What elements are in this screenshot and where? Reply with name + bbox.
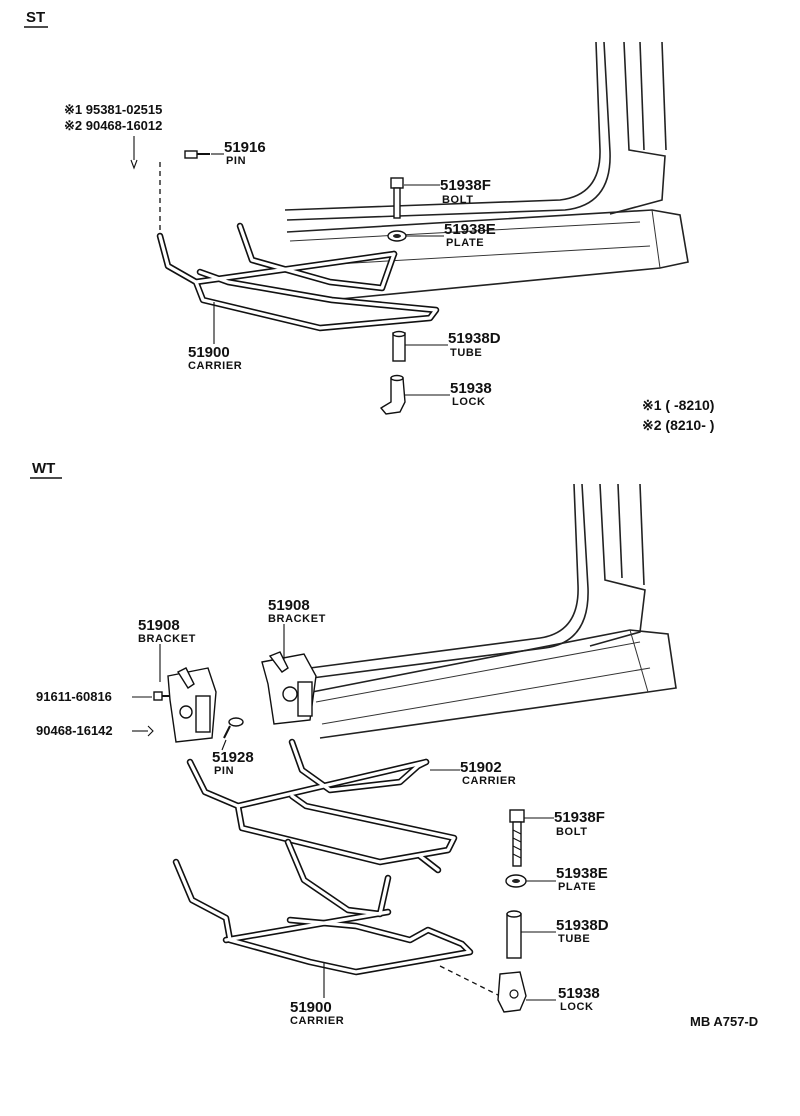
part-number-tube: 51938D	[448, 330, 501, 347]
part-number-bracket-right: 51908	[268, 597, 310, 614]
lock-icon	[379, 374, 406, 415]
part-number-plate: 51938E	[444, 221, 496, 238]
part-name-carrier-upper: CARRIER	[462, 775, 516, 787]
part-number-carrier-lower: 51900	[290, 999, 332, 1016]
legend-item-2: ※2 (8210- )	[642, 417, 714, 433]
part-name-carrier: CARRIER	[188, 360, 242, 372]
part-name-tube-wt: TUBE	[558, 933, 590, 945]
part-name-pin: PIN	[226, 155, 246, 167]
carrier-wire-st	[156, 222, 440, 332]
note-1: ※1 95381-02515	[64, 102, 162, 117]
part-name-pin-wt: PIN	[214, 765, 234, 777]
footer-code: MB A757-D	[690, 1014, 758, 1029]
part-number-carrier: 51900	[188, 344, 230, 361]
pin-wt-icon	[223, 717, 244, 739]
bolt-wt-icon	[509, 809, 525, 867]
part-name-lock: LOCK	[452, 396, 486, 408]
part-name-plate-wt: PLATE	[558, 881, 596, 893]
vehicle-body-st	[284, 41, 689, 301]
part-number-bracket-left: 51908	[138, 617, 180, 634]
legend-item-1: ※1 ( -8210)	[642, 397, 714, 413]
part-name-bracket-left: BRACKET	[138, 633, 196, 645]
section-label-wt: WT	[32, 460, 55, 477]
vehicle-body-wt	[309, 483, 677, 739]
part-number-bolt-wt: 51938F	[554, 809, 605, 826]
part-name-bracket-right: BRACKET	[268, 613, 326, 625]
assembly-guide-line-wt	[439, 965, 501, 997]
part-name-bolt: BOLT	[442, 194, 474, 206]
part-number-lock: 51938	[450, 380, 492, 397]
part-number-pin-small: 90468-16142	[36, 723, 113, 738]
pin-wt-leader	[221, 739, 227, 751]
part-number-pin-wt: 51928	[212, 749, 254, 766]
part-name-lock-wt: LOCK	[560, 1001, 594, 1013]
part-name-plate: PLATE	[446, 237, 484, 249]
bolt-small-icon	[153, 691, 170, 701]
part-number-carrier-upper: 51902	[460, 759, 502, 776]
lock-wt-icon	[497, 971, 527, 1013]
plate-wt-icon	[505, 874, 527, 888]
bracket-right-icon	[261, 651, 317, 725]
carrier-upper-wire	[186, 738, 458, 874]
part-number-bolt-small: 91611-60816	[36, 689, 112, 704]
bolt-icon	[390, 177, 404, 219]
part-name-tube: TUBE	[450, 347, 482, 359]
part-number-bolt: 51938F	[440, 177, 491, 194]
part-name-carrier-lower: CARRIER	[290, 1015, 344, 1027]
carrier-lower-wire	[172, 838, 474, 976]
clip-icon	[130, 159, 138, 170]
pin-small-icon	[147, 725, 154, 737]
tube-icon	[392, 330, 406, 362]
pin-icon	[184, 150, 210, 159]
note-2: ※2 90468-16012	[64, 118, 162, 133]
tube-wt-icon	[506, 910, 522, 959]
plate-icon	[387, 230, 407, 242]
part-number-tube-wt: 51938D	[556, 917, 609, 934]
part-name-bolt-wt: BOLT	[556, 826, 588, 838]
part-number-plate-wt: 51938E	[556, 865, 608, 882]
part-number-pin: 51916	[224, 139, 266, 156]
section-label-st: ST	[26, 9, 45, 26]
bracket-left-icon	[167, 667, 217, 743]
part-number-lock-wt: 51938	[558, 985, 600, 1002]
